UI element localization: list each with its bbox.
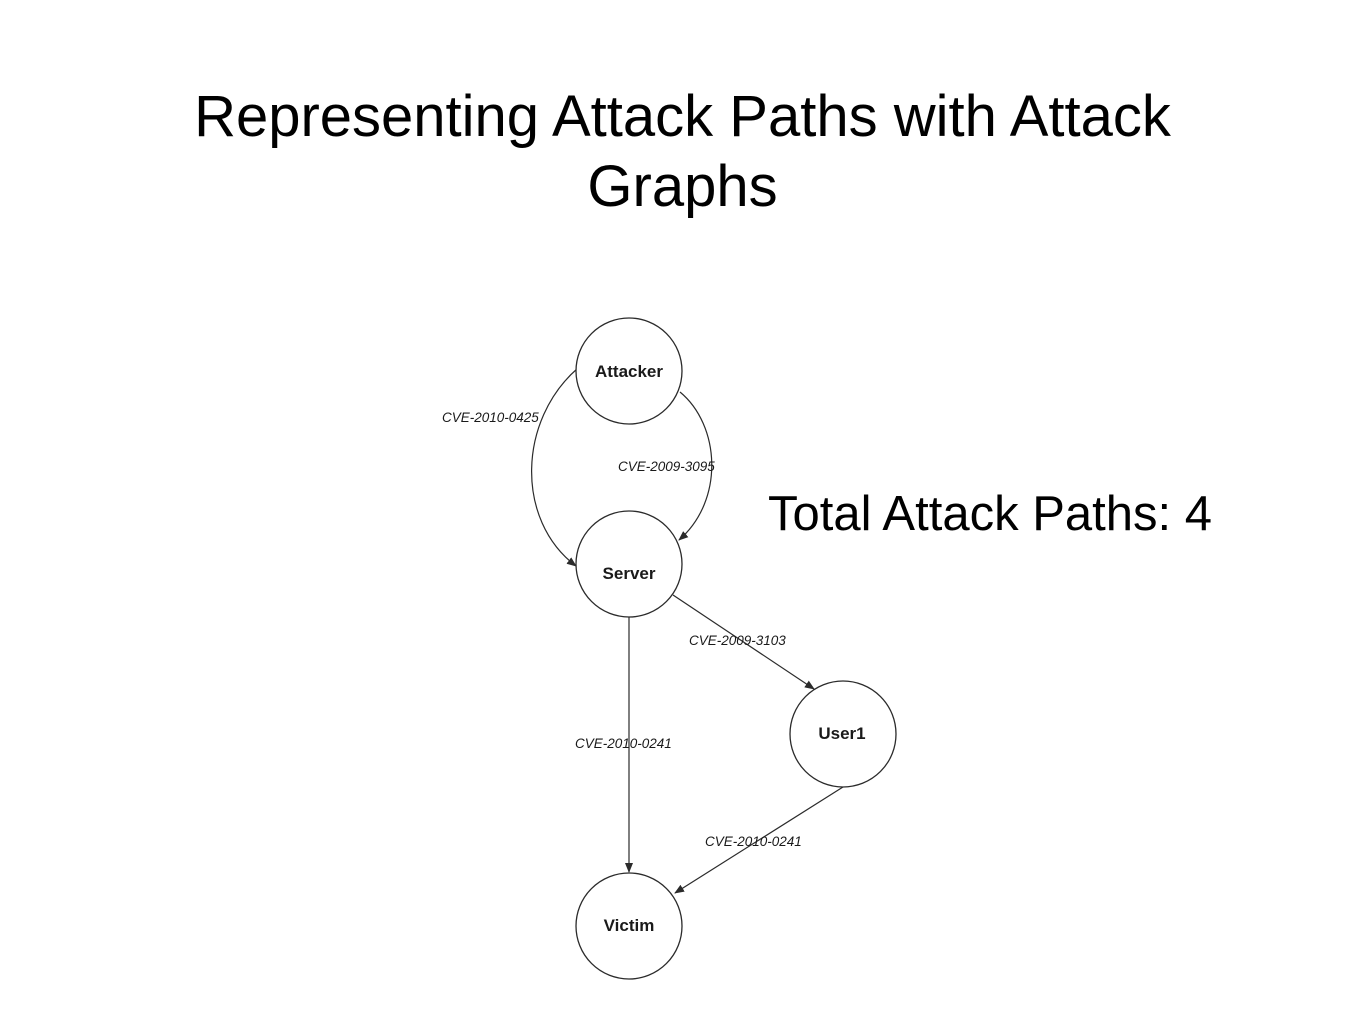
node-server-circle (575, 510, 683, 618)
edge-label-attacker-server-right: CVE-2009-3095 (618, 459, 715, 474)
edge-attacker-server-right (678, 391, 713, 541)
slide-title-line-1: Representing Attack Paths with Attack (194, 84, 1171, 149)
slide-title-line-2: Graphs (587, 154, 778, 219)
total-attack-paths-text: Total Attack Paths: 4 (768, 487, 1212, 541)
slide-title: Representing Attack Paths with Attack Gr… (0, 82, 1365, 222)
node-server-label: Server (603, 564, 656, 583)
node-user1: User1 (789, 680, 897, 788)
edge-label-server-victim: CVE-2010-0241 (575, 736, 672, 751)
node-attacker-label: Attacker (595, 362, 663, 381)
node-victim-label: Victim (604, 916, 655, 935)
node-user1-circle (789, 680, 897, 788)
node-attacker: Attacker (575, 317, 683, 425)
edge-user1-victim (674, 786, 844, 894)
node-victim-circle (575, 872, 683, 980)
node-server: Server (575, 510, 683, 618)
edge-attacker-server-left (531, 367, 579, 567)
node-attacker-circle (575, 317, 683, 425)
edge-server-user1 (672, 594, 815, 690)
edge-label-server-user1: CVE-2009-3103 (689, 633, 786, 648)
edge-label-attacker-server-left: CVE-2010-0425 (442, 410, 539, 425)
node-victim: Victim (575, 872, 683, 980)
node-user1-label: User1 (818, 724, 865, 743)
edge-label-user1-victim: CVE-2010-0241 (705, 834, 802, 849)
